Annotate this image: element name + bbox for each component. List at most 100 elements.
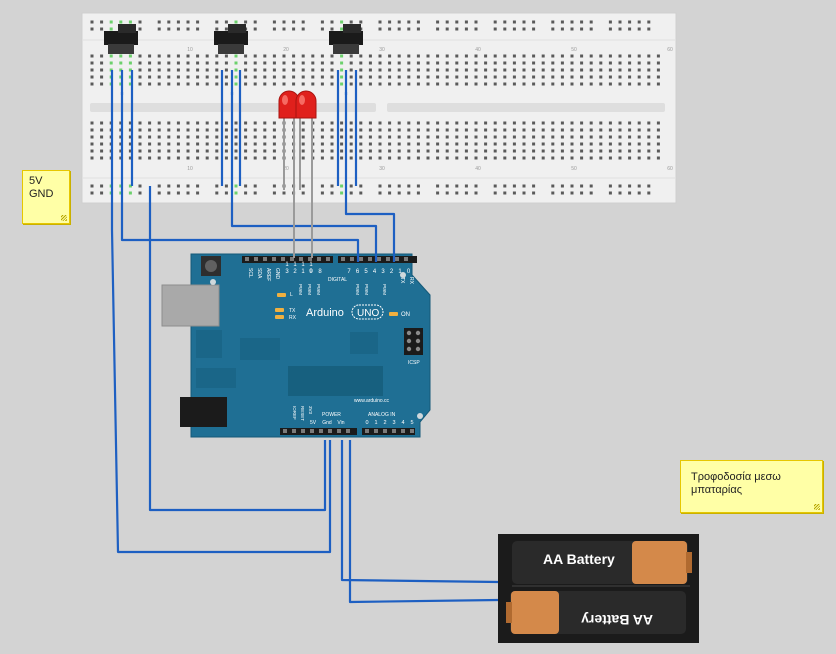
breadboard-hole: [503, 135, 507, 139]
breadboard-hole: [272, 156, 276, 160]
breadboard-hole: [436, 75, 440, 79]
arduino-model: UNO: [357, 308, 379, 319]
breadboard-hole: [522, 82, 526, 86]
breadboard-hole: [90, 54, 94, 58]
breadboard-hole: [551, 128, 555, 132]
analog-pin-label: 4: [401, 420, 404, 426]
breadboard-hole: [359, 142, 363, 146]
breadboard-hole: [416, 149, 420, 153]
arduino-pin-holes: [245, 257, 421, 433]
breadboard-hole: [397, 61, 401, 65]
breadboard-hole: [330, 121, 334, 125]
rx-pin-label: RX: [408, 277, 414, 285]
breadboard-hole: [426, 75, 430, 79]
breadboard-hole: [589, 142, 593, 146]
push-button-3[interactable]: [329, 24, 363, 54]
breadboard-hole: [253, 149, 257, 153]
breadboard-hole: [292, 54, 296, 58]
note-power-line2: GND: [29, 188, 54, 200]
breadboard-hole: [253, 128, 257, 132]
breadboard-hole: [464, 27, 468, 31]
wire-vin-to-battery[interactable]: [348, 440, 499, 604]
breadboard-hole: [330, 128, 334, 132]
breadboard-hole: [349, 121, 353, 125]
breadboard-hole: [484, 121, 488, 125]
wire-gnd-to-battery[interactable]: [340, 440, 499, 584]
breadboard-hole: [388, 184, 392, 188]
wire-gnd-rail-to-arduino-gnd[interactable]: [110, 186, 332, 554]
breadboard-hole: [388, 149, 392, 153]
breadboard-hole: [436, 184, 440, 188]
wires: [110, 70, 499, 604]
breadboard-hole: [618, 142, 622, 146]
breadboard-hole: [503, 75, 507, 79]
icsp-pin: [415, 346, 421, 352]
breadboard-hole: [397, 128, 401, 132]
breadboard-hole: [157, 156, 161, 160]
breadboard-hole: [503, 128, 507, 132]
breadboard-hole: [599, 68, 603, 72]
breadboard-hole: [109, 20, 113, 24]
breadboard-hole: [167, 61, 171, 65]
breadboard-hole: [320, 20, 324, 24]
note-power-rails[interactable]: 5V GND: [22, 170, 70, 224]
breadboard-hole: [272, 184, 276, 188]
breadboard-hole: [292, 61, 296, 65]
breadboard-hole: [551, 184, 555, 188]
pin-hole: [341, 257, 345, 261]
arduino-uno[interactable]: Arduino UNO ON ICSP www.arduino.cc DIGIT…: [161, 253, 431, 438]
wire-button3-to-pin2[interactable]: [344, 92, 396, 262]
rx-label: RX: [289, 315, 297, 321]
breadboard-hole: [599, 54, 603, 58]
wire-button2-to-pin4[interactable]: [230, 92, 378, 262]
breadboard-hole: [378, 61, 382, 65]
analog-pin-label: 2: [383, 420, 386, 426]
breadboard-hole: [445, 135, 449, 139]
breadboard-hole: [484, 135, 488, 139]
breadboard-hole: [445, 149, 449, 153]
wire-button1-to-pin6[interactable]: [120, 92, 360, 262]
breadboard-hole: [656, 54, 660, 58]
breadboard-hole: [560, 191, 564, 195]
breadboard-hole: [512, 184, 516, 188]
wire-5v-rail-to-arduino-5v[interactable]: [148, 186, 327, 512]
breadboard-hole: [628, 61, 632, 65]
breadboard-hole: [397, 82, 401, 86]
breadboard-hole: [378, 191, 382, 195]
breadboard-hole: [464, 156, 468, 160]
breadboard-hole: [493, 128, 497, 132]
breadboard-hole: [493, 149, 497, 153]
breadboard-hole: [272, 142, 276, 146]
breadboard-hole: [176, 54, 180, 58]
breadboard-hole: [637, 82, 641, 86]
push-button-1[interactable]: [104, 24, 138, 54]
breadboard-hole: [368, 135, 372, 139]
breadboard-hole: [647, 184, 651, 188]
note-battery-supply[interactable]: Τροφοδοσία μεσω μπαταρίας: [680, 460, 823, 513]
resize-grip-icon[interactable]: [814, 504, 820, 510]
breadboard-hole: [186, 142, 190, 146]
breadboard-hole: [551, 75, 555, 79]
push-button-2[interactable]: [214, 24, 248, 54]
breadboard-hole: [647, 121, 651, 125]
breadboard-hole: [455, 156, 459, 160]
breadboard-hole: [599, 156, 603, 160]
breadboard-hole: [570, 135, 574, 139]
breadboard-hole: [397, 54, 401, 58]
breadboard-hole: [589, 75, 593, 79]
red-led-2[interactable]: [295, 90, 317, 119]
battery-cell-bottom: AA Battery: [506, 591, 686, 634]
breadboard-hole: [186, 75, 190, 79]
pin-hole: [245, 257, 249, 261]
resize-grip-icon[interactable]: [61, 215, 67, 221]
breadboard-hole: [330, 142, 334, 146]
breadboard-hole: [464, 184, 468, 188]
breadboard-hole: [647, 20, 651, 24]
breadboard-hole: [618, 82, 622, 86]
battery-pack[interactable]: AA Battery AA Battery: [498, 534, 699, 643]
pin-hole: [377, 257, 381, 261]
breadboard-hole: [541, 156, 545, 160]
breadboard-hole: [148, 156, 152, 160]
tx-label: TX: [289, 308, 296, 314]
